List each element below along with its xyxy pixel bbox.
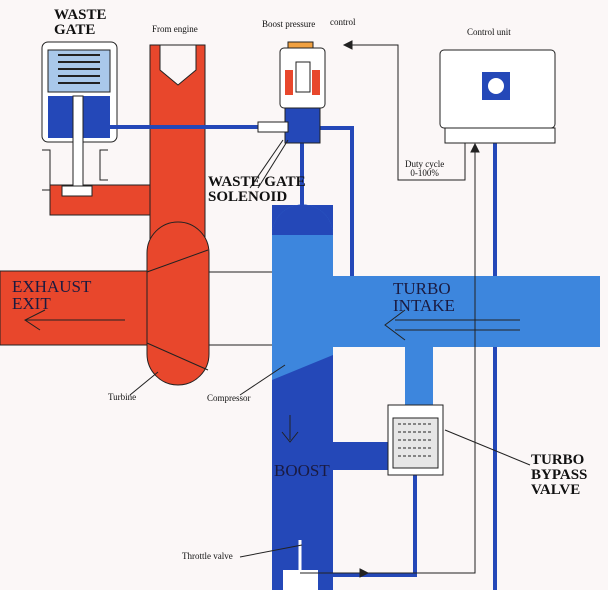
from-engine-label: From engine [152,24,198,34]
turbo-bypass-valve-label: TURBO BYPASS VALVE [531,452,588,498]
control-unit-graphic [439,49,556,144]
control-label: control [330,17,356,27]
exhaust-exit-label: EXHAUST EXIT [12,277,92,313]
waste-gate-label: WASTE GATE [54,7,107,38]
boost-pressure-label: Boost pressure [262,19,316,29]
intake-and-boost-path [272,204,600,590]
signal-lines [129,40,531,578]
compressor-label: Compressor [207,393,251,403]
control-unit-label: Control unit [467,27,511,37]
exhaust-path [0,44,272,386]
waste-gate-solenoid-label: WASTE GATE SOLENOID [208,174,306,205]
throttle-valve-label: Throttle valve [182,551,233,561]
waste-gate-actuator [41,41,118,197]
waste-gate-solenoid-graphic [257,41,326,144]
boost-label: BOOST [274,461,330,480]
turbine-label: Turbine [108,392,137,402]
turbo-intake-label: TURBO INTAKE [393,279,455,315]
duty-cycle-label: Duty cycle 0-100% [405,159,445,178]
